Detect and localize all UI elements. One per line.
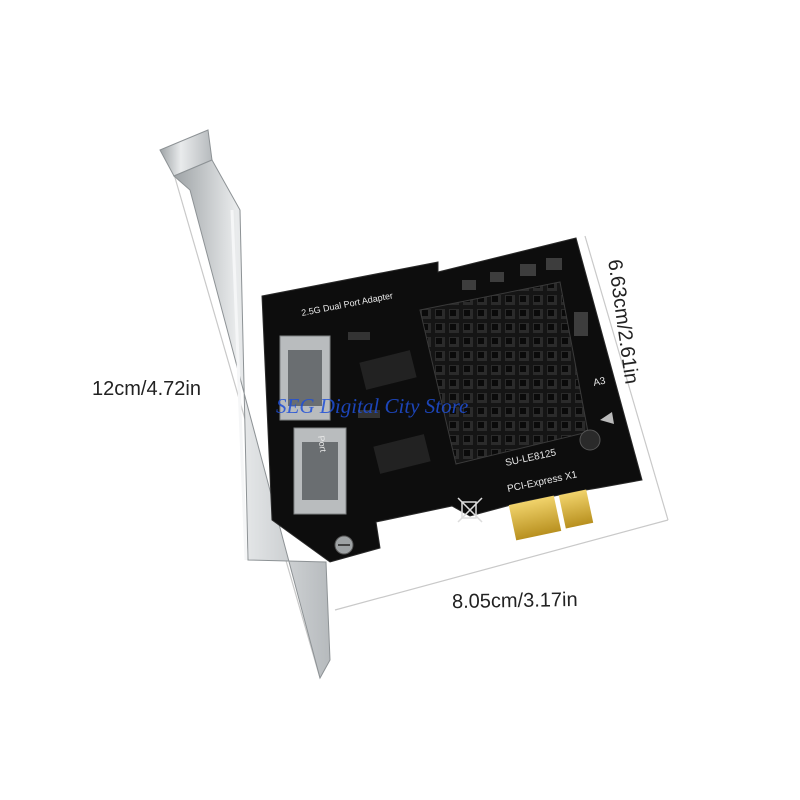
recycle-bin-icon [457, 497, 483, 523]
pcb-board: 2.5G Dual Port Adapter Port SU-LE8125 PC… [261, 237, 643, 563]
dimension-lines [166, 149, 669, 679]
magnetics-chips [348, 332, 431, 474]
silkscreen-a3: A3 [592, 376, 607, 389]
silkscreen-port: Port [316, 435, 328, 453]
metal-bracket [159, 129, 331, 680]
store-watermark: SEG Digital City Store [276, 394, 469, 418]
screw-icon [334, 535, 354, 555]
rj45-port-icon [279, 335, 347, 515]
gold-edge-connector [508, 489, 594, 541]
width-dimension-label: 8.05cm/3.17in [451, 588, 578, 614]
smd-components [462, 258, 614, 451]
height-dimension-label: 12cm/4.72in [92, 378, 201, 400]
